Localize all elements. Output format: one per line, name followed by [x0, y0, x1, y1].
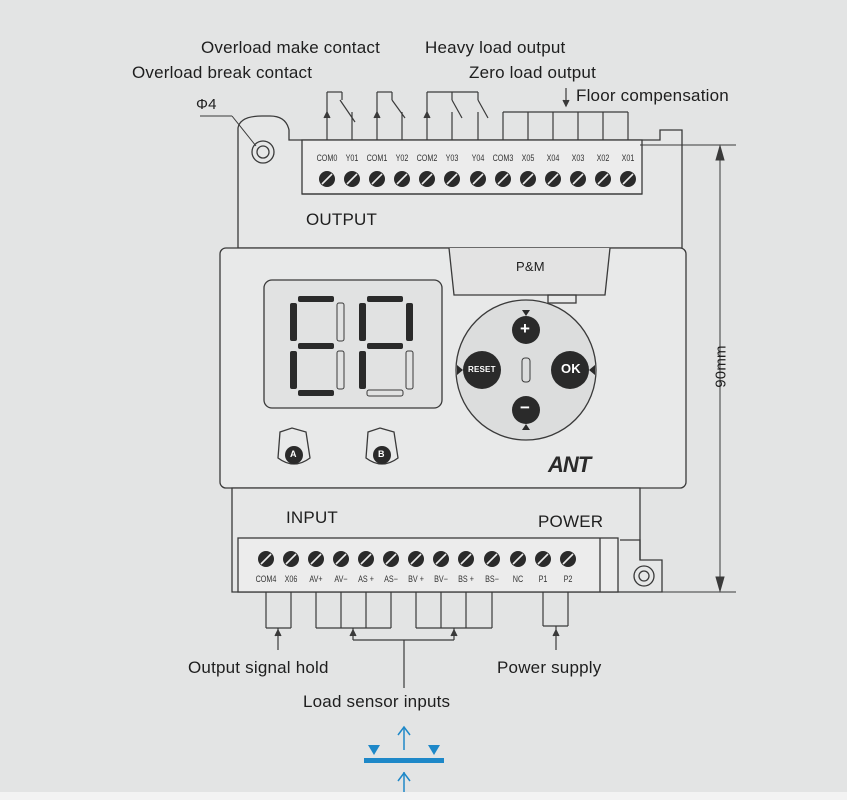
label-pm: P&M: [516, 259, 545, 274]
terminal-label-bottom: AS +: [358, 574, 374, 584]
terminal-label-bottom: AV−: [334, 574, 348, 584]
label-power-supply: Power supply: [497, 658, 602, 677]
dimension-line: [640, 144, 736, 593]
label-overload-make: Overload make contact: [201, 38, 381, 57]
ab-buttons: [277, 427, 399, 465]
ok-button-label[interactable]: OK: [561, 361, 581, 376]
display-window: [263, 279, 443, 409]
label-load-sensor-inputs: Load sensor inputs: [303, 692, 451, 711]
terminal-label-top: Y03: [445, 153, 459, 163]
label-power: POWER: [538, 512, 604, 531]
mounting-hole-top: [251, 140, 275, 164]
terminal-label-top: X05: [521, 153, 535, 163]
terminal-label-bottom: NC: [512, 574, 524, 584]
phi4-leader: [200, 115, 257, 147]
label-output-signal-hold: Output signal hold: [188, 658, 329, 677]
label-output: OUTPUT: [306, 210, 378, 229]
output-wiring: [323, 88, 629, 140]
terminal-label-top: COM1: [366, 153, 388, 163]
terminal-label-bottom: BV−: [434, 574, 448, 584]
top-terminal-strip: [301, 139, 643, 195]
top-screws: [319, 171, 636, 187]
label-input: INPUT: [286, 508, 338, 527]
b-button-label[interactable]: B: [378, 449, 385, 459]
terminal-label-top: X01: [621, 153, 635, 163]
terminal-label-top: Y04: [471, 153, 485, 163]
mounting-hole-bottom: [633, 565, 655, 587]
label-heavy-load: Heavy load output: [425, 38, 566, 57]
terminal-label-bottom: AV+: [309, 574, 323, 584]
digit-2: [359, 296, 414, 397]
terminal-label-bottom: P1: [538, 574, 548, 584]
plus-key: [512, 316, 540, 344]
label-floor-compensation: Floor compensation: [576, 86, 729, 105]
label-overload-break: Overload break contact: [132, 63, 313, 82]
minus-button-label[interactable]: −: [520, 398, 531, 417]
terminal-label-top: Y01: [345, 153, 359, 163]
reset-key: [463, 351, 501, 389]
minus-key: [512, 396, 540, 424]
seven-segment-display: [290, 296, 414, 397]
ok-key: [551, 351, 589, 389]
brand-logo: ANT: [548, 452, 591, 477]
terminal-label-bottom: BS−: [485, 574, 499, 584]
plus-button-label[interactable]: +: [520, 319, 531, 338]
terminal-label-top: X03: [571, 153, 585, 163]
terminal-label-bottom: BV +: [408, 574, 424, 584]
terminal-label-bottom: COM4: [255, 574, 277, 584]
pm-tab: [448, 247, 611, 296]
bottom-terminal-strip: [237, 537, 619, 593]
input-wiring: [265, 592, 569, 688]
terminal-label-top: X04: [546, 153, 560, 163]
a-button-label[interactable]: A: [290, 449, 297, 459]
label-zero-load: Zero load output: [469, 63, 597, 82]
digit-1: [290, 296, 345, 396]
terminal-label-bottom: BS +: [458, 574, 474, 584]
keypad-ring: [455, 299, 597, 441]
label-dimension-90mm: 90mm: [712, 345, 730, 388]
terminal-label-top: COM2: [416, 153, 438, 163]
load-symbol: [364, 725, 444, 797]
label-phi4: Φ4: [196, 96, 217, 113]
reset-button-label[interactable]: RESET: [468, 365, 496, 374]
terminal-label-top: Y02: [395, 153, 409, 163]
terminal-label-bottom: AS−: [384, 574, 398, 584]
terminal-label-top: COM3: [492, 153, 514, 163]
terminal-label-bottom: X06: [284, 574, 298, 584]
terminal-label-top: X02: [596, 153, 610, 163]
terminal-label-bottom: P2: [563, 574, 573, 584]
terminal-label-top: COM0: [316, 153, 338, 163]
bottom-screws: [258, 551, 576, 567]
